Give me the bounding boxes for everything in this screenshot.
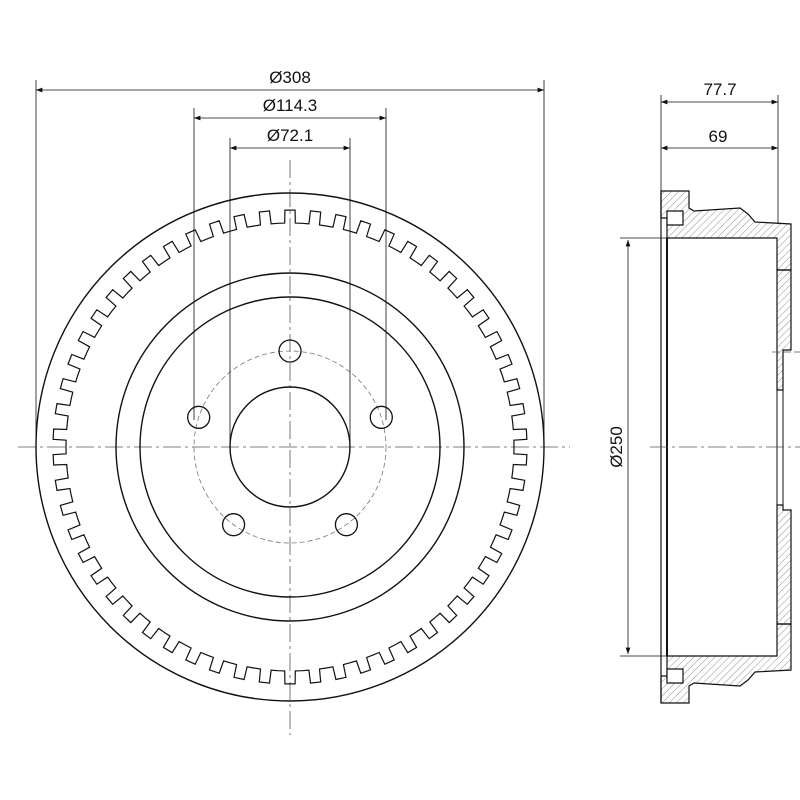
section-top — [660, 190, 792, 271]
bolt-circle-label: Ø114.3 — [263, 96, 318, 115]
flange-groove-bottom — [666, 668, 684, 684]
bolt-hole — [187, 405, 211, 429]
outer-diameter-label: Ø308 — [269, 68, 311, 87]
flange-groove-top — [666, 210, 684, 226]
hub-circle — [139, 296, 441, 598]
side-view-section — [650, 190, 800, 704]
bolt-hole — [221, 513, 246, 537]
section-bottom — [660, 623, 792, 704]
drum-step-circle — [115, 272, 465, 622]
drum-height-label: 69 — [709, 127, 728, 146]
side-dimensions — [620, 95, 779, 657]
back-wall-lower — [776, 504, 792, 625]
bolt-holes — [187, 339, 393, 537]
bolt-hole — [369, 405, 393, 429]
friction-diameter-label: Ø250 — [607, 426, 626, 468]
front-dimensions — [35, 80, 545, 447]
back-wall-upper — [776, 269, 792, 391]
center-bore-label: Ø72.1 — [267, 126, 313, 145]
bolt-circle — [193, 350, 387, 544]
front-view — [18, 160, 570, 735]
bolt-hole — [278, 339, 302, 363]
bolt-hole — [334, 513, 359, 537]
abs-tooth-ring — [52, 209, 528, 685]
total-height-label: 77.7 — [703, 80, 736, 99]
